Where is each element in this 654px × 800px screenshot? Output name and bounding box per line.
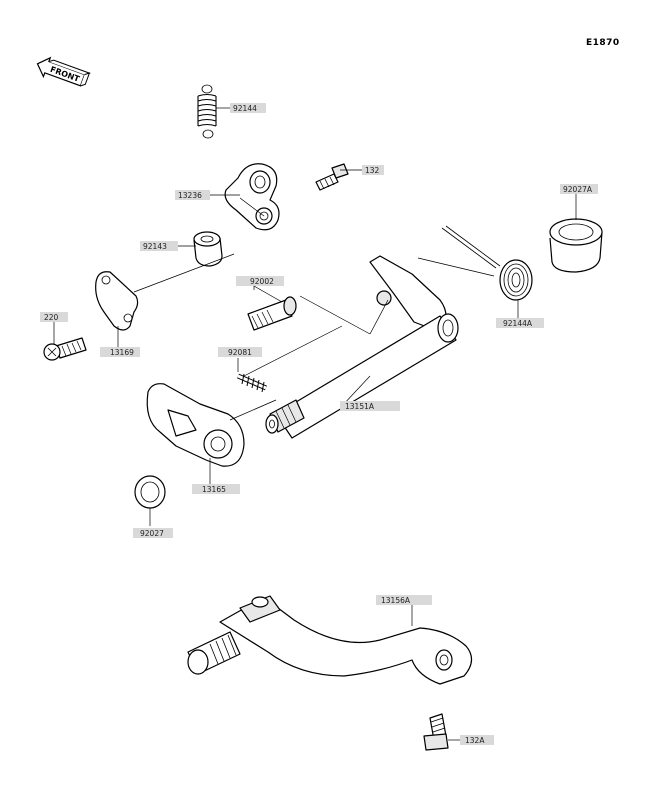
svg-text:13165: 13165: [202, 485, 226, 494]
torsion-spring-part: [417, 225, 533, 301]
spring-part: [197, 84, 217, 139]
callout-92002[interactable]: 92002: [236, 276, 284, 286]
svg-text:92144A: 92144A: [503, 319, 533, 328]
shift-plate-part: [146, 383, 245, 467]
bolt-part: [315, 163, 349, 191]
figure-code: E1870: [586, 38, 620, 48]
detent-spring-part: [237, 373, 267, 393]
callout-92027[interactable]: 92027: [133, 528, 173, 538]
callout-92143[interactable]: 92143: [140, 241, 178, 251]
svg-text:13151A: 13151A: [345, 402, 375, 411]
callout-13236[interactable]: 13236: [175, 190, 210, 200]
callout-13169[interactable]: 13169: [100, 347, 140, 357]
shift-pedal-part: [187, 595, 473, 685]
svg-text:13156A: 13156A: [381, 596, 411, 605]
callout-92144A[interactable]: 92144A: [496, 318, 544, 328]
screw-part: [43, 337, 87, 361]
callout-labels: 92144 132 13236 92027A 92143 92002 220: [40, 103, 598, 745]
svg-text:220: 220: [44, 313, 59, 322]
svg-text:92081: 92081: [228, 348, 252, 357]
svg-text:92002: 92002: [250, 277, 274, 286]
svg-text:132A: 132A: [465, 736, 485, 745]
callout-220[interactable]: 220: [40, 312, 68, 322]
leader-lines: [53, 107, 577, 741]
callout-92027A[interactable]: 92027A: [560, 184, 598, 194]
svg-text:13236: 13236: [178, 191, 202, 200]
washer-part: [134, 475, 166, 509]
callout-13156A[interactable]: 13156A: [376, 595, 432, 605]
callout-13165[interactable]: 13165: [192, 484, 240, 494]
pin-part: [247, 296, 297, 331]
collar-part: [549, 218, 603, 273]
shift-shaft-part: [265, 255, 459, 439]
callout-132A[interactable]: 132A: [460, 735, 494, 745]
pawl-plate-part: [95, 271, 139, 331]
pedal-bolt-part: [423, 713, 449, 751]
svg-text:132: 132: [365, 166, 380, 175]
callout-13151A[interactable]: 13151A: [340, 401, 400, 411]
svg-text:92027: 92027: [140, 529, 164, 538]
callout-92081[interactable]: 92081: [218, 347, 262, 357]
roller-part: [193, 231, 223, 267]
callout-132[interactable]: 132: [362, 165, 384, 175]
svg-text:92143: 92143: [143, 242, 167, 251]
svg-text:13169: 13169: [110, 348, 134, 357]
shift-arm-part: [224, 163, 280, 231]
svg-text:92027A: 92027A: [563, 185, 593, 194]
callout-92144[interactable]: 92144: [230, 103, 266, 113]
front-arrow-icon: FRONT: [36, 56, 91, 87]
svg-text:92144: 92144: [233, 104, 257, 113]
